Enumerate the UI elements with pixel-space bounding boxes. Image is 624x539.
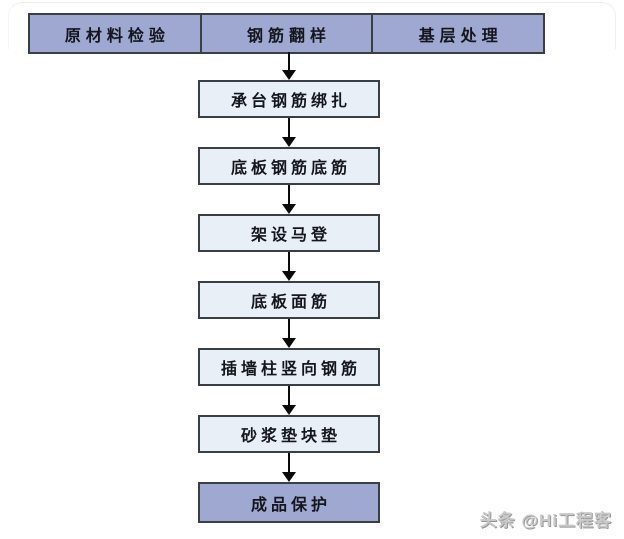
header-cell-base-treatment: 基层处理 bbox=[371, 15, 543, 52]
arrow-head bbox=[282, 405, 296, 415]
arrow-shaft bbox=[288, 52, 290, 70]
watermark: 头条 @Hi工程客 bbox=[479, 511, 612, 530]
arrow-shaft bbox=[288, 386, 290, 405]
arrow-head bbox=[282, 472, 296, 482]
arrow-head bbox=[282, 137, 296, 147]
arrow-down-icon bbox=[282, 252, 296, 281]
arrow-down-icon bbox=[282, 185, 296, 214]
step-box-bottom-slab-lower-rebar: 底板钢筋底筋 bbox=[198, 147, 380, 185]
header-row: 原材料检验 钢筋翻样 基层处理 bbox=[28, 13, 545, 54]
step-box-bottom-slab-top-rebar: 底板面筋 bbox=[198, 281, 380, 319]
step-box-mortar-spacer-blocks: 砂浆垫块垫 bbox=[198, 415, 380, 453]
arrow-down-icon bbox=[282, 52, 296, 80]
step-box-finished-product-protection: 成品保护 bbox=[198, 482, 380, 523]
arrow-shaft bbox=[288, 118, 290, 137]
arrow-shaft bbox=[288, 185, 290, 204]
arrow-shaft bbox=[288, 319, 290, 338]
arrow-down-icon bbox=[282, 118, 296, 147]
step-box-install-rebar-chairs: 架设马登 bbox=[198, 214, 380, 252]
arrow-down-icon bbox=[282, 453, 296, 482]
arrow-down-icon bbox=[282, 386, 296, 415]
arrow-head bbox=[282, 204, 296, 214]
arrow-shaft bbox=[288, 453, 290, 472]
arrow-down-icon bbox=[282, 319, 296, 348]
step-box-pile-cap-rebar-tying: 承台钢筋绑扎 bbox=[198, 80, 380, 118]
header-cell-raw-material-inspection: 原材料检验 bbox=[64, 27, 170, 45]
header-cell-rebar-detailing: 钢筋翻样 bbox=[199, 15, 372, 52]
arrow-head bbox=[282, 338, 296, 348]
arrow-head bbox=[282, 70, 296, 80]
step-box-wall-column-vertical-rebar: 插墙柱竖向钢筋 bbox=[198, 348, 380, 386]
arrow-shaft bbox=[288, 252, 290, 271]
arrow-head bbox=[282, 271, 296, 281]
